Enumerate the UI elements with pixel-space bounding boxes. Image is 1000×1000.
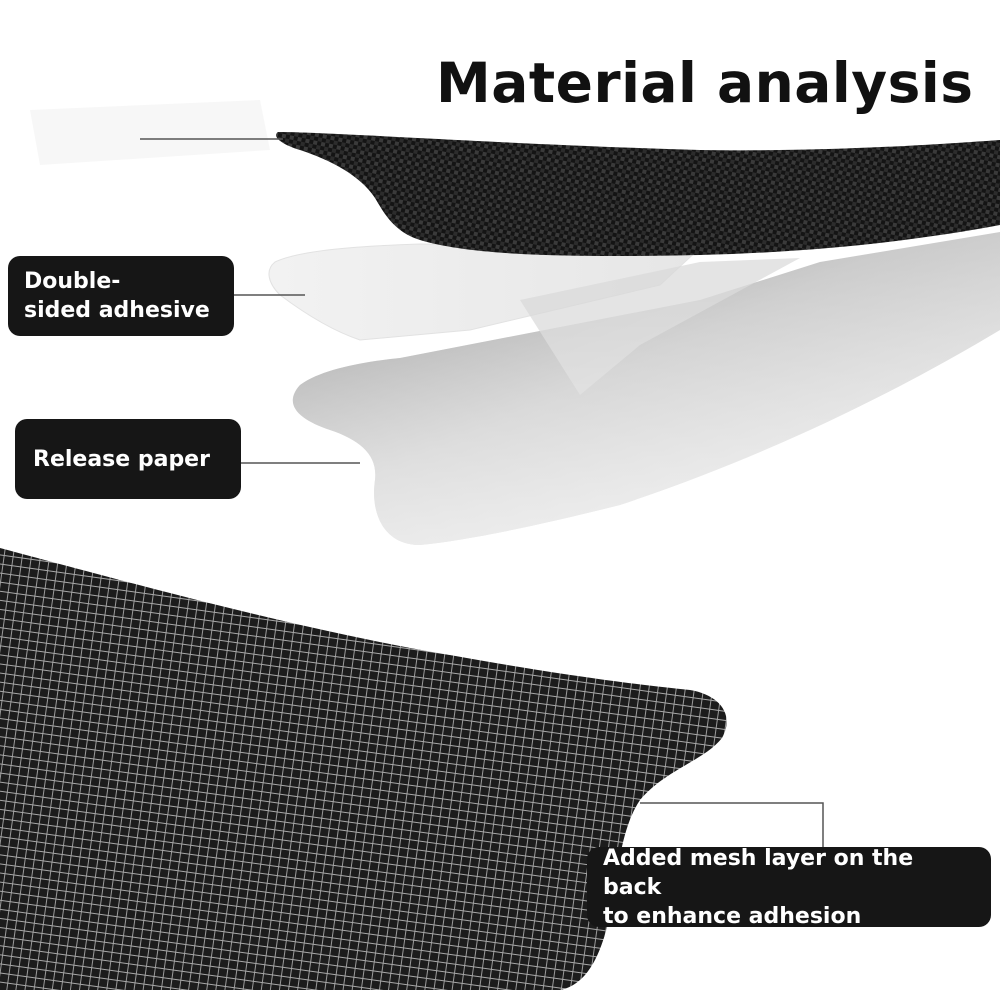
release-paper-label: Release paper — [15, 419, 241, 499]
adhesive-label-text: Double- sided adhesive — [24, 269, 210, 323]
page-title: Material analysis — [436, 51, 974, 115]
release-paper-fade — [292, 232, 1000, 545]
carbon-layer-shape — [276, 132, 1000, 257]
mesh-leader-line — [640, 802, 824, 847]
adhesive-label: Double- sided adhesive — [8, 256, 234, 336]
adhesive-layer-shape — [268, 243, 702, 341]
release-paper-label-text: Release paper — [33, 446, 210, 472]
mesh-layer-label: Added mesh layer on the back to enhance … — [587, 846, 991, 929]
mesh-layer-shape — [0, 548, 727, 990]
mesh-layer-label-text: Added mesh layer on the back to enhance … — [603, 845, 914, 929]
ghost-sheet-shape — [30, 100, 270, 165]
